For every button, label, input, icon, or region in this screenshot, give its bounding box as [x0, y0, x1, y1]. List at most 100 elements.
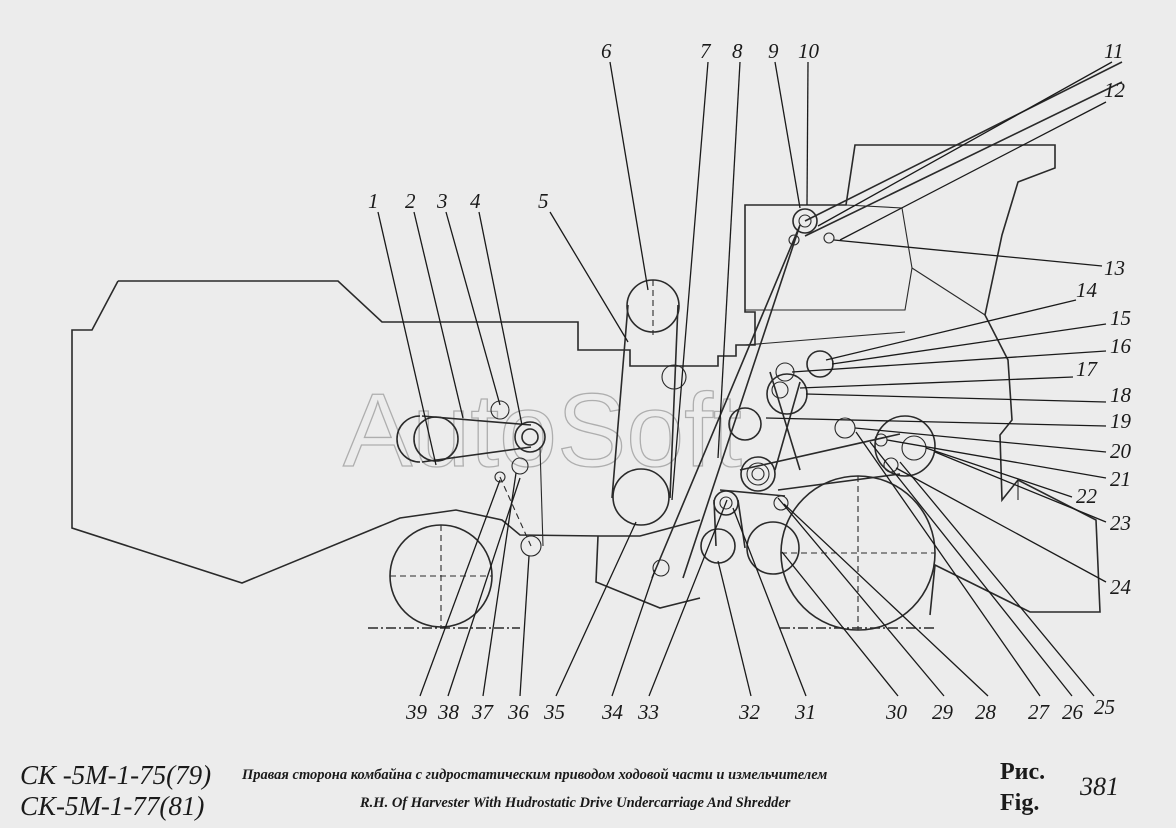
callout-27: 27	[1028, 700, 1051, 724]
callout-13: 13	[1104, 256, 1125, 280]
fig-number: 381	[1080, 772, 1119, 801]
leader-line-19	[765, 417, 1107, 427]
callout-1: 1	[368, 189, 379, 213]
callout-8: 8	[732, 39, 743, 63]
callout-37: 37	[471, 700, 495, 724]
leader-line-32	[717, 560, 752, 697]
main-gear-hub	[751, 467, 765, 481]
rear-frame	[744, 331, 1019, 500]
pulley-30	[746, 521, 800, 575]
pulley-d	[520, 535, 542, 557]
callout-9: 9	[768, 39, 779, 63]
caption-title-ru: Правая сторона комбайна с гидростатическ…	[242, 767, 828, 783]
leader-line-31	[732, 507, 807, 697]
leader-line-30	[781, 551, 899, 697]
pulley-18-hub	[771, 381, 789, 399]
leader-line-10	[806, 61, 809, 206]
leader-line-8	[717, 61, 741, 459]
header-outline	[118, 144, 1101, 616]
inclined-rod	[651, 224, 801, 579]
callout-7: 7	[700, 39, 712, 63]
pulley-32	[700, 528, 736, 564]
leader-line-36	[519, 555, 530, 697]
callout-28: 28	[975, 700, 997, 724]
pulley-24	[883, 457, 899, 473]
leader-line-13	[833, 239, 1103, 267]
small-pivot	[788, 234, 800, 246]
leader-line-34	[611, 569, 656, 697]
pulley-a	[413, 416, 459, 462]
leader-line-11	[817, 61, 1113, 227]
leader-line-1	[377, 211, 437, 466]
callout-25: 25	[1094, 695, 1115, 719]
pulley-b-hub	[521, 428, 539, 446]
pulley-22	[901, 435, 927, 461]
callout-17: 17	[1076, 357, 1099, 381]
leader-line-39	[419, 479, 501, 697]
callout-2: 2	[405, 189, 416, 213]
callout-31: 31	[794, 700, 816, 724]
leader-line-21	[886, 439, 1107, 479]
callout-20: 20	[1110, 439, 1132, 463]
idler-a	[511, 457, 529, 475]
lower-pulley	[612, 468, 670, 526]
leader-line-15	[831, 323, 1107, 365]
upper-pivot	[792, 208, 818, 234]
model-line-1: СК -5М-1-75(79)	[20, 760, 212, 790]
leader-line-4	[478, 211, 523, 426]
callout-39: 39	[405, 700, 428, 724]
wheels	[368, 475, 936, 631]
leader-line-20	[854, 427, 1107, 453]
callout-30: 30	[885, 700, 908, 724]
callout-29: 29	[932, 700, 954, 724]
leader-line-14	[825, 299, 1077, 361]
leader-line-17	[799, 376, 1074, 389]
hopper-edge	[911, 267, 986, 316]
feeder-outline	[71, 280, 601, 584]
upper-pivot-hub	[798, 214, 812, 228]
leader-line-24	[895, 467, 1107, 583]
tension-arm-a	[499, 476, 532, 547]
callout-11: 11	[1104, 39, 1123, 63]
main-gear	[740, 456, 776, 492]
callout-3: 3	[436, 189, 448, 213]
chopper-belt	[739, 371, 901, 491]
main-gear-ring	[746, 462, 770, 486]
leader-line-26	[869, 441, 1073, 697]
callout-10: 10	[798, 39, 820, 63]
pulley-15	[806, 350, 834, 378]
fig-label-ru: Рис.	[1000, 759, 1046, 785]
callout-32: 32	[738, 700, 761, 724]
callout-5: 5	[538, 189, 549, 213]
pulley-b	[514, 421, 546, 453]
leader-line-23	[934, 451, 1107, 523]
fig-label-en: Fig.	[1000, 790, 1040, 816]
pulley-20	[834, 417, 856, 439]
leader-line-9	[774, 61, 801, 209]
leader-line-28	[783, 503, 989, 697]
leader-line-16	[791, 350, 1107, 373]
callout-34: 34	[601, 700, 624, 724]
leader-line-5	[549, 211, 629, 343]
leader-line-27	[855, 431, 1041, 697]
pulley-31-hub	[719, 496, 733, 510]
harvester-body-outline	[71, 144, 1101, 616]
callout-16: 16	[1110, 334, 1132, 358]
callout-numbers: 1 2 3 4 5 6 7 8 9 10 11 12 13 14 15 16 1…	[368, 39, 1132, 724]
leader-line-18	[805, 393, 1107, 403]
callout-38: 38	[437, 700, 460, 724]
leader-line-33	[648, 499, 728, 697]
tensioner-a	[661, 364, 687, 390]
pulley-16	[775, 362, 795, 382]
callout-14: 14	[1076, 278, 1098, 302]
rear-drum	[874, 415, 936, 477]
belt-vertical	[539, 446, 544, 547]
leader-line-6	[609, 61, 649, 291]
model-line-2: СК-5М-1-77(81)	[20, 791, 205, 821]
leader-lines	[377, 61, 1113, 697]
callout-21: 21	[1110, 467, 1131, 491]
callout-33: 33	[637, 700, 659, 724]
callout-12: 12	[1104, 78, 1126, 102]
leader-line-12	[839, 101, 1107, 241]
callout-18: 18	[1110, 383, 1132, 407]
